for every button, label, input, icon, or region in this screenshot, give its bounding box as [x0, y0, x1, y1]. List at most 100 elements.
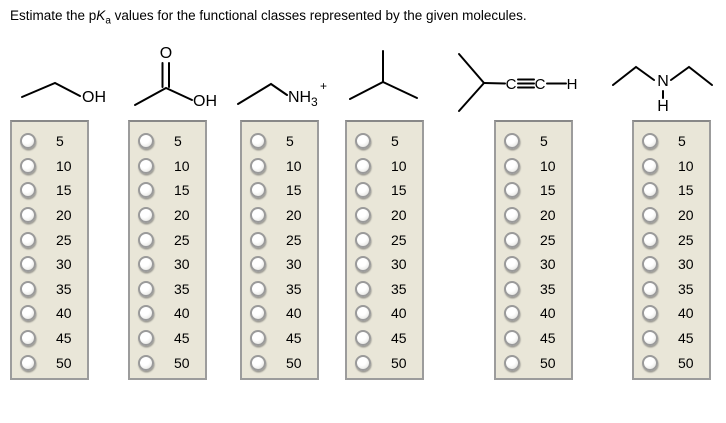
radio-button[interactable]	[138, 330, 154, 347]
option-label: 30	[391, 256, 407, 273]
radio-button[interactable]	[20, 207, 36, 224]
option-label: 25	[540, 231, 556, 248]
radio-button[interactable]	[138, 354, 154, 371]
radio-button[interactable]	[20, 256, 36, 273]
radio-button[interactable]	[20, 280, 36, 297]
molecule-ethanol: OH	[21, 81, 106, 106]
option-row: 20	[347, 203, 422, 228]
bond	[349, 81, 384, 100]
radio-button[interactable]	[250, 305, 266, 322]
option-label: 50	[286, 354, 302, 371]
radio-button[interactable]	[355, 354, 371, 371]
radio-button[interactable]	[250, 133, 266, 150]
radio-button[interactable]	[504, 231, 520, 248]
radio-button[interactable]	[355, 157, 371, 174]
radio-button[interactable]	[642, 133, 658, 150]
radio-button[interactable]	[504, 354, 520, 371]
radio-button[interactable]	[642, 182, 658, 199]
radio-button[interactable]	[504, 133, 520, 150]
radio-button[interactable]	[355, 280, 371, 297]
option-label: 25	[174, 231, 190, 248]
option-row: 10	[634, 154, 709, 179]
option-label: 45	[286, 330, 302, 347]
option-row: 30	[347, 252, 422, 277]
option-label: 30	[174, 256, 190, 273]
radio-button[interactable]	[138, 231, 154, 248]
option-row: 40	[242, 301, 317, 326]
radio-button[interactable]	[504, 256, 520, 273]
radio-button[interactable]	[20, 182, 36, 199]
option-row: 5	[634, 129, 709, 154]
radio-button[interactable]	[138, 182, 154, 199]
radio-button[interactable]	[250, 256, 266, 273]
radio-button[interactable]	[20, 157, 36, 174]
radio-button[interactable]	[138, 256, 154, 273]
radio-button[interactable]	[250, 182, 266, 199]
radio-button[interactable]	[642, 231, 658, 248]
option-row: 40	[634, 301, 709, 326]
radio-button[interactable]	[642, 330, 658, 347]
option-row: 15	[347, 178, 422, 203]
radio-button[interactable]	[642, 305, 658, 322]
radio-button[interactable]	[250, 207, 266, 224]
option-label: 45	[540, 330, 556, 347]
title-text-pre: Estimate the p	[10, 8, 97, 23]
radio-button[interactable]	[355, 182, 371, 199]
radio-button[interactable]	[355, 305, 371, 322]
option-row: 25	[130, 227, 205, 252]
radio-button[interactable]	[138, 305, 154, 322]
option-row: 5	[347, 129, 422, 154]
radio-button[interactable]	[642, 256, 658, 273]
option-label: 30	[56, 256, 72, 273]
radio-button[interactable]	[504, 280, 520, 297]
atom-label-c: C	[506, 76, 517, 93]
radio-button[interactable]	[504, 157, 520, 174]
option-row: 50	[242, 350, 317, 375]
radio-button[interactable]	[250, 157, 266, 174]
atom-label-subscript-3: 3	[311, 95, 318, 109]
radio-button[interactable]	[504, 207, 520, 224]
radio-button[interactable]	[250, 231, 266, 248]
radio-button[interactable]	[138, 280, 154, 297]
option-row: 20	[12, 203, 87, 228]
radio-button[interactable]	[355, 231, 371, 248]
option-row: 30	[496, 252, 571, 277]
radio-button[interactable]	[355, 133, 371, 150]
option-label: 20	[678, 207, 694, 224]
radio-button[interactable]	[642, 354, 658, 371]
radio-button[interactable]	[355, 330, 371, 347]
radio-button[interactable]	[642, 280, 658, 297]
radio-button[interactable]	[642, 157, 658, 174]
radio-button[interactable]	[504, 305, 520, 322]
option-row: 50	[496, 350, 571, 375]
option-label: 40	[286, 305, 302, 322]
option-row: 20	[634, 203, 709, 228]
option-row: 20	[130, 203, 205, 228]
radio-button[interactable]	[138, 133, 154, 150]
option-label: 40	[174, 305, 190, 322]
radio-button[interactable]	[504, 330, 520, 347]
radio-button[interactable]	[355, 256, 371, 273]
radio-button[interactable]	[20, 354, 36, 371]
radio-button[interactable]	[504, 182, 520, 199]
option-label: 15	[678, 182, 694, 199]
radio-button[interactable]	[20, 133, 36, 150]
radio-button[interactable]	[20, 305, 36, 322]
option-label: 25	[678, 231, 694, 248]
option-row: 25	[242, 227, 317, 252]
option-label: 5	[678, 133, 686, 150]
radio-button[interactable]	[250, 354, 266, 371]
radio-button[interactable]	[138, 207, 154, 224]
atom-label-nh: NH	[288, 89, 311, 106]
radio-button[interactable]	[20, 330, 36, 347]
radio-button[interactable]	[250, 330, 266, 347]
radio-button[interactable]	[20, 231, 36, 248]
radio-button[interactable]	[250, 280, 266, 297]
radio-button[interactable]	[355, 207, 371, 224]
radio-button[interactable]	[642, 207, 658, 224]
radio-button[interactable]	[138, 157, 154, 174]
option-label: 25	[391, 231, 407, 248]
